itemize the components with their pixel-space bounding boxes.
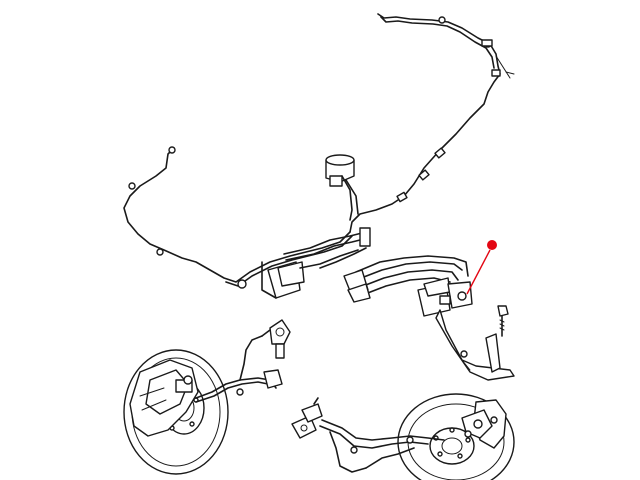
hcu-abs-module (343, 255, 473, 317)
front-brake-caliper (129, 359, 199, 437)
mounting-bolt (497, 305, 509, 337)
junction-block (261, 227, 371, 299)
reservoir-assembly (325, 154, 359, 221)
wheel-speed-sensor (261, 319, 291, 359)
main-brake-line-assembly (123, 13, 515, 289)
rear-brake-caliper (461, 399, 507, 449)
brake-hose (195, 335, 283, 403)
rear-wheel-speed-sensor (291, 397, 323, 439)
callout-dot-icon (487, 240, 497, 250)
rear-brake-hose (319, 419, 445, 473)
callout-marker (466, 240, 497, 295)
callout-leader-line (466, 249, 491, 295)
mounting-bracket (435, 309, 515, 381)
